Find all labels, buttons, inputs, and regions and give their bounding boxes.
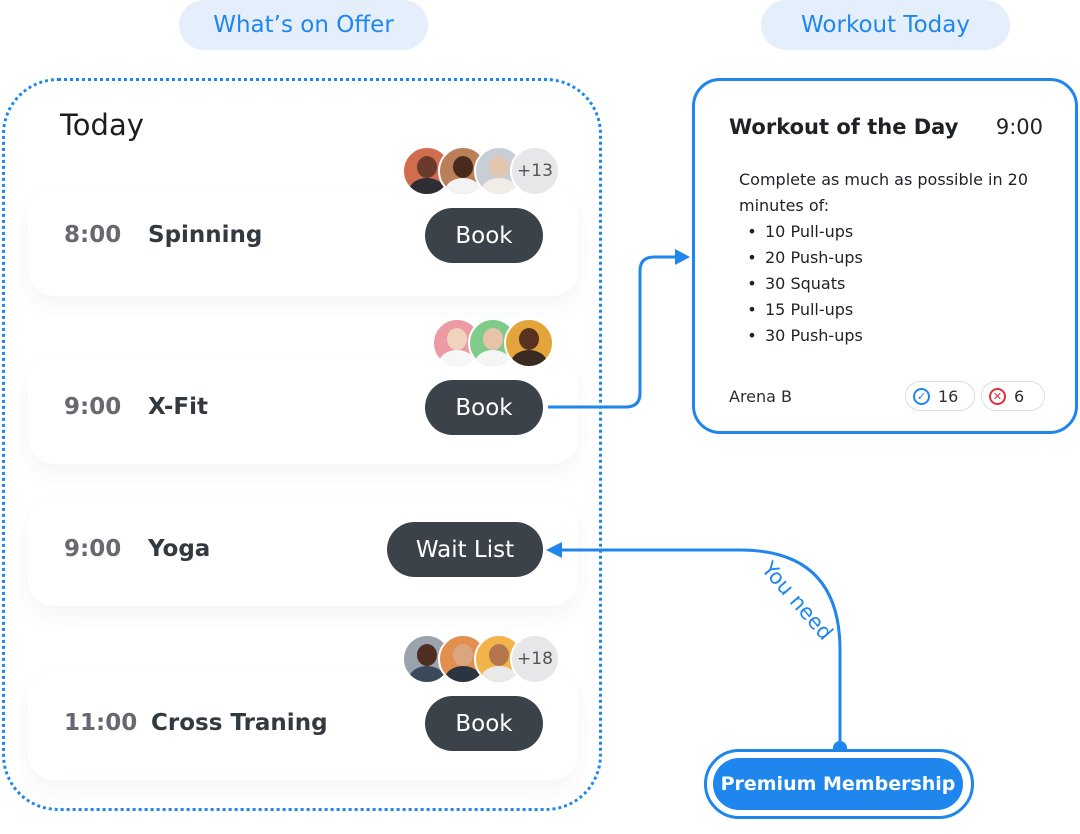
exercise-item: •10 Pull-ups	[747, 222, 854, 241]
x-circle-icon: ✕	[989, 387, 1006, 405]
declined-count-badge[interactable]: ✕ 6	[981, 381, 1045, 411]
wait-list-button-yoga[interactable]: Wait List	[387, 522, 543, 577]
exercise-item: •15 Pull-ups	[747, 300, 854, 319]
attendee-avatars-xfit	[432, 318, 554, 368]
workout-intro: Complete as much as possible in 20 minut…	[739, 170, 1029, 215]
workout-time: 9:00	[995, 115, 1043, 139]
class-name: Spinning	[148, 222, 263, 248]
offer-frame	[2, 78, 602, 811]
declined-count: 6	[1014, 386, 1025, 406]
exercise-list: •10 Pull-ups •20 Push-ups •30 Squats •15…	[739, 219, 863, 349]
schedule-title: Today	[60, 108, 144, 142]
attendee-avatars-spinning: +13	[402, 146, 560, 196]
book-button-spinning[interactable]: Book	[425, 208, 543, 263]
attending-count: 16	[938, 386, 959, 406]
class-time: 9:00	[64, 536, 122, 562]
book-button-cross-training[interactable]: Book	[425, 696, 543, 751]
avatar	[504, 318, 554, 368]
whats-on-offer-header: What’s on Offer	[179, 0, 428, 50]
exercise-item: •30 Push-ups	[747, 326, 863, 345]
premium-membership-button[interactable]: Premium Membership	[713, 758, 963, 810]
class-name: X-Fit	[148, 394, 208, 420]
attendee-avatars-cross-training: +18	[402, 634, 560, 684]
attending-count-badge[interactable]: ✓ 16	[905, 381, 975, 411]
exercise-item: •20 Push-ups	[747, 248, 863, 267]
extra-attendees-count: +18	[510, 634, 560, 684]
membership-to-waitlist-connector	[562, 548, 842, 748]
you-need-label: You need	[756, 557, 838, 645]
class-time: 8:00	[64, 222, 122, 248]
class-time: 11:00	[64, 710, 138, 736]
class-name: Cross Traning	[151, 710, 328, 736]
workout-today-header: Workout Today	[761, 0, 1010, 50]
workout-location: Arena B	[729, 387, 793, 406]
exercise-item: •30 Squats	[747, 274, 846, 293]
check-circle-icon: ✓	[913, 387, 930, 405]
extra-attendees-count: +13	[510, 146, 560, 196]
workout-of-the-day-card: Workout of the Day 9:00 Complete as much…	[692, 78, 1078, 434]
class-name: Yoga	[148, 536, 211, 562]
arrowhead-icon	[675, 249, 690, 265]
book-button-xfit[interactable]: Book	[425, 380, 543, 435]
class-time: 9:00	[64, 394, 122, 420]
workout-title: Workout of the Day	[729, 115, 959, 139]
